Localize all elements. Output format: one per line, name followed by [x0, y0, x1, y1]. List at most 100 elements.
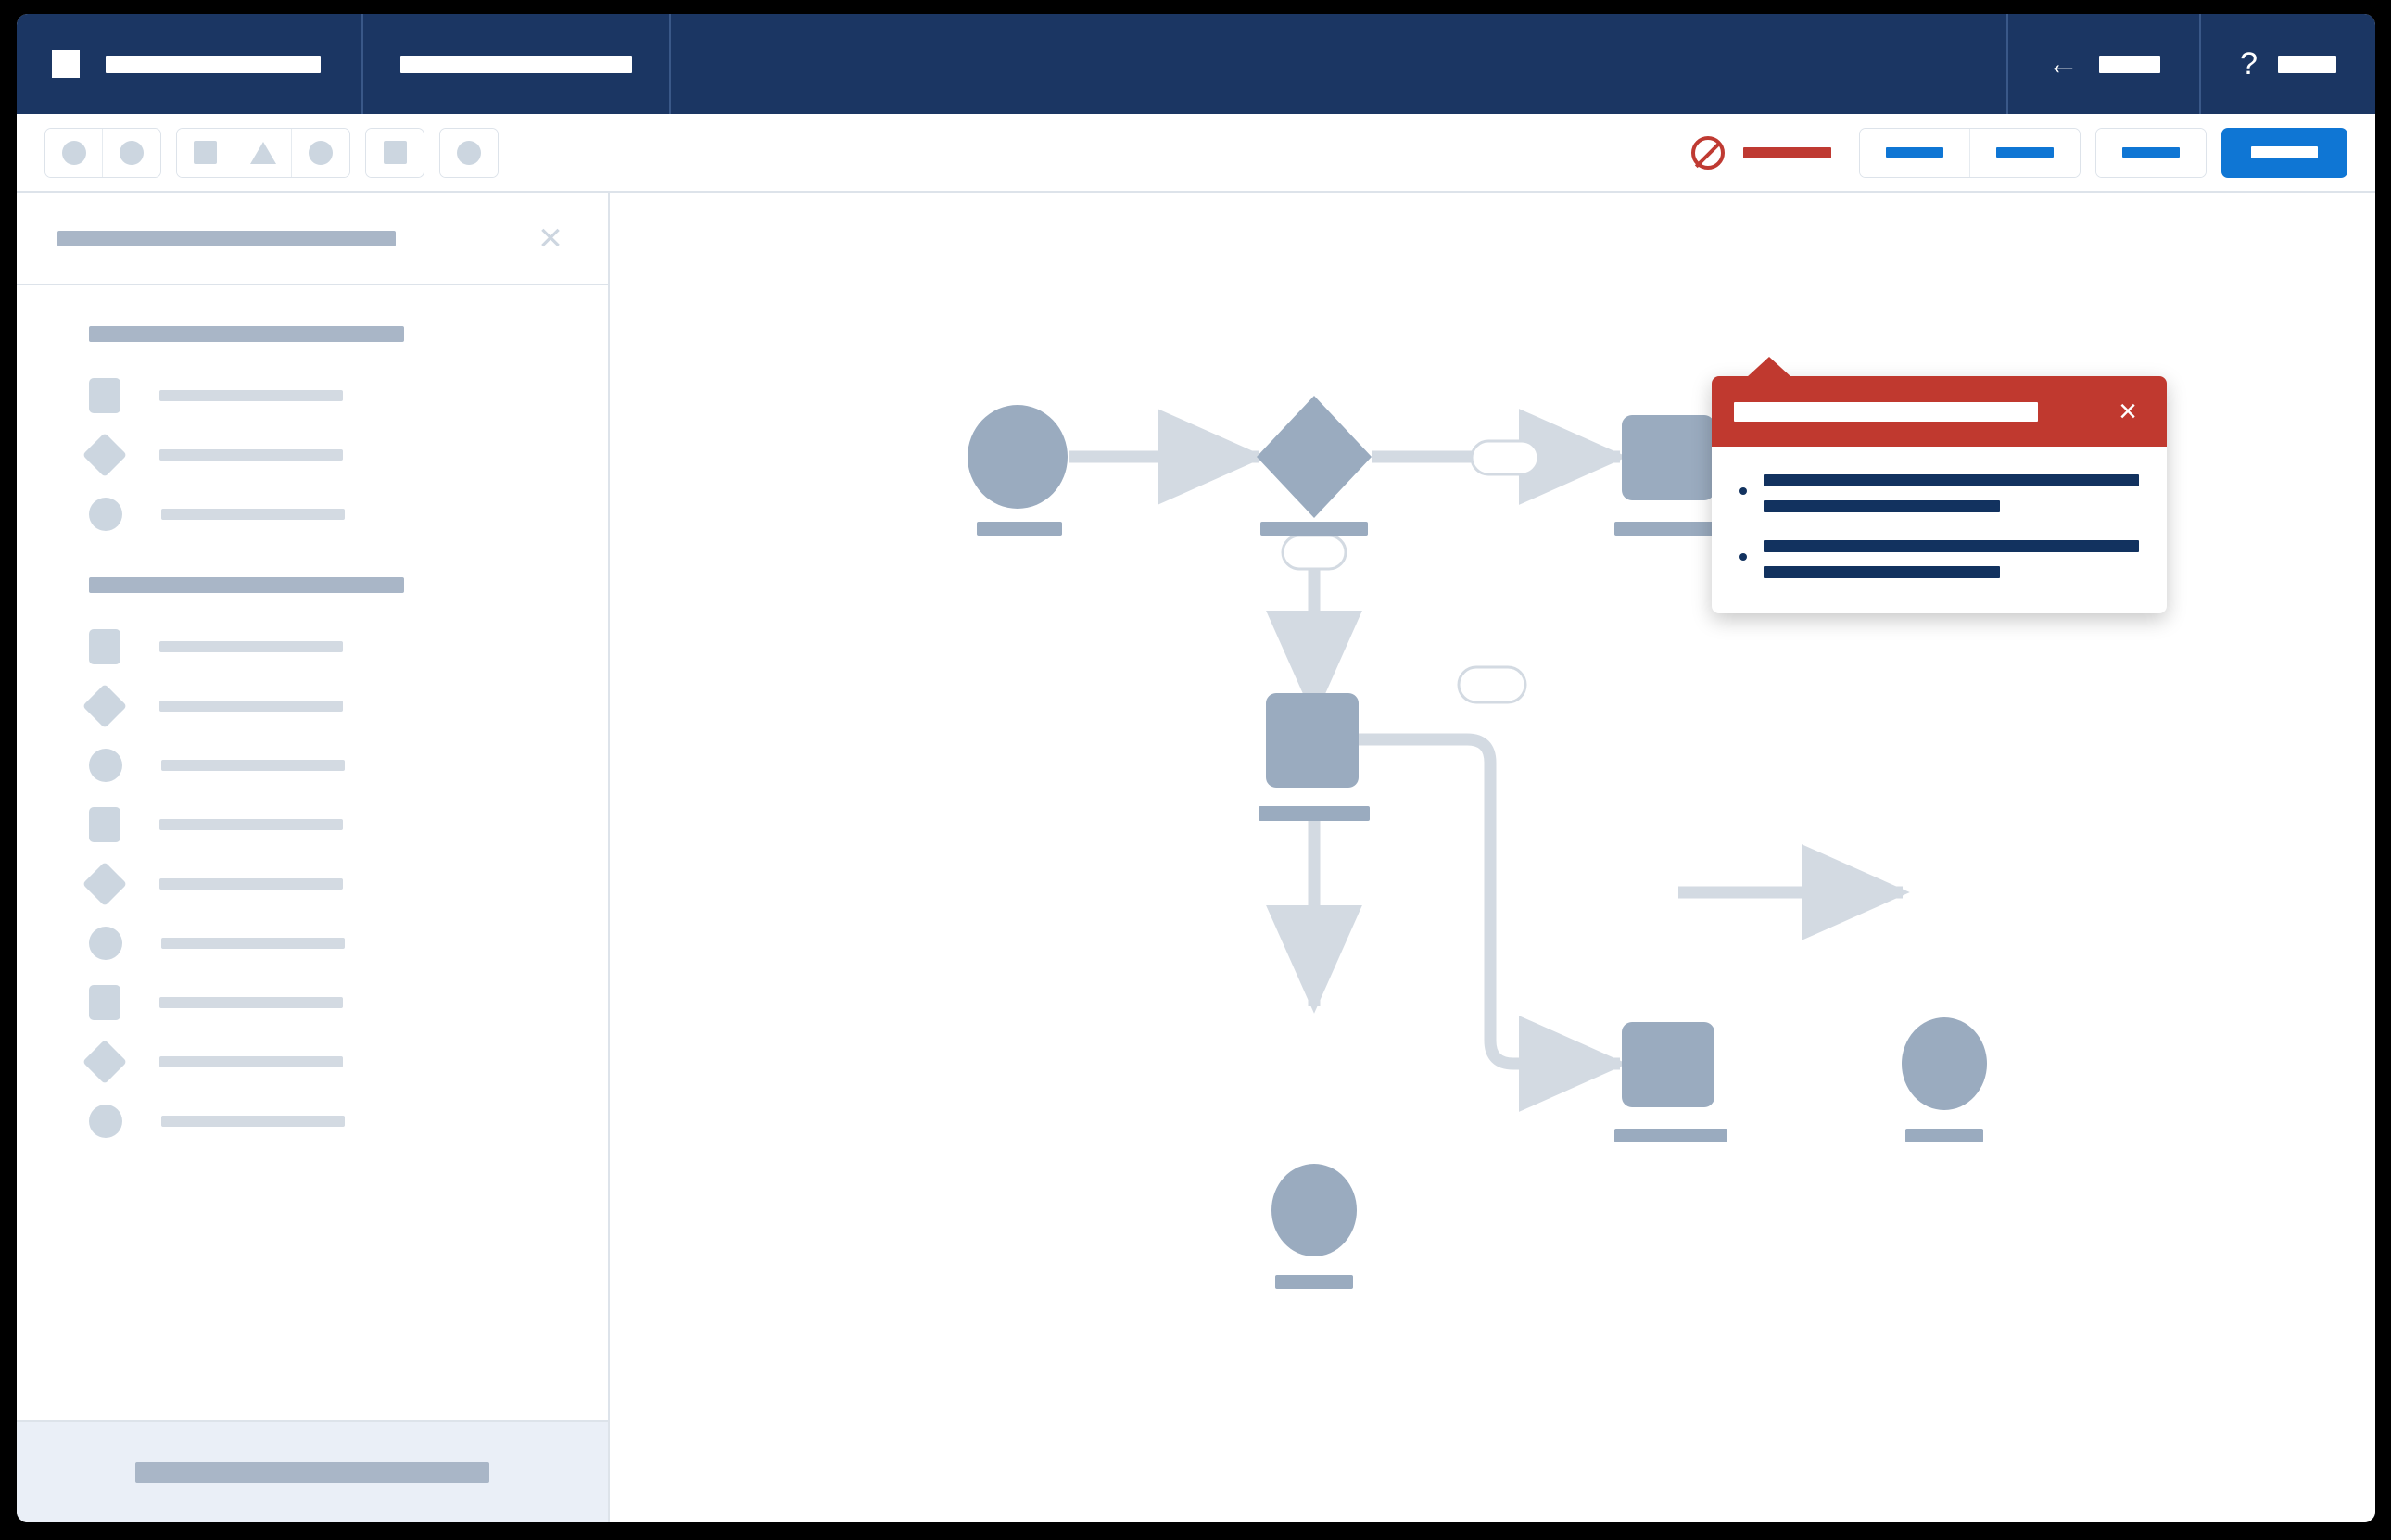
popover-body [1712, 447, 2167, 613]
align-button[interactable] [366, 128, 424, 177]
secondary-action-2-button[interactable] [1970, 128, 2080, 177]
list-item-label [159, 997, 343, 1008]
node-process[interactable] [1622, 415, 1714, 500]
node-label-bar [977, 522, 1062, 536]
list-item[interactable] [17, 973, 608, 1032]
toolbar-group-align [365, 127, 424, 178]
back-arrow-icon: ← [2047, 46, 2080, 82]
align-icon [383, 141, 407, 164]
list-item-label [159, 878, 343, 890]
close-icon[interactable]: × [2119, 394, 2137, 429]
list-item-label [161, 1116, 345, 1127]
edge-process2-to-process3 [1359, 733, 1627, 1112]
node-label-bar [1275, 1275, 1353, 1289]
undo-button[interactable] [45, 128, 103, 177]
toolbar-group-shapes [176, 127, 350, 178]
error-line-1 [1764, 540, 2139, 552]
back-button-label [2099, 55, 2161, 73]
list-item[interactable] [17, 617, 608, 676]
square-node-icon [89, 378, 120, 413]
list-item[interactable] [17, 914, 608, 973]
triangle-tool-button[interactable] [234, 128, 292, 177]
node-label-bar [1259, 806, 1370, 821]
node-end[interactable] [1271, 1164, 1357, 1256]
list-item-label [161, 509, 345, 520]
primary-action-label [2251, 146, 2318, 158]
toolbar-group-history [44, 127, 161, 178]
app-name-label [106, 55, 321, 73]
redo-button[interactable] [103, 128, 160, 177]
node-label-bar [1260, 522, 1368, 536]
help-button[interactable]: ? [2199, 14, 2375, 114]
circle-node-icon [89, 498, 122, 531]
square-node-icon [89, 629, 120, 664]
square-node-icon [89, 985, 120, 1020]
error-popover[interactable]: × [1712, 357, 2167, 613]
list-item[interactable] [17, 485, 608, 544]
list-item-label [161, 938, 345, 949]
node-process[interactable] [1266, 693, 1359, 788]
circle-shape-icon [309, 140, 333, 165]
redo-icon [120, 140, 144, 165]
section-two-title [89, 577, 404, 593]
bullet-icon [1739, 553, 1747, 561]
list-item[interactable] [17, 676, 608, 736]
diamond-node-icon [82, 1039, 128, 1085]
tertiary-action-button[interactable] [2096, 128, 2206, 177]
secondary-action-1-button[interactable] [1860, 128, 1970, 177]
list-item[interactable] [17, 1032, 608, 1092]
popover-arrow [1747, 357, 1791, 377]
square-node-icon [89, 807, 120, 842]
list-item-label [161, 760, 345, 771]
app-window: ← ? [17, 14, 2375, 1522]
brand-area[interactable] [17, 14, 363, 114]
list-item[interactable] [17, 366, 608, 425]
node-decision[interactable] [1257, 396, 1372, 518]
list-item[interactable] [17, 795, 608, 854]
rectangle-shape-icon [194, 141, 217, 164]
bullet-icon [1739, 487, 1747, 495]
sidebar-title [57, 230, 396, 246]
secondary-action-1-label [1886, 147, 1943, 158]
list-item-label [159, 390, 343, 401]
sidebar-panel: × [17, 193, 610, 1522]
toolbar-right-cluster [1691, 127, 2347, 178]
sidebar-header: × [17, 193, 608, 285]
node-process[interactable] [1622, 1022, 1714, 1107]
sidebar-content[interactable] [17, 285, 608, 1420]
tertiary-action-label [2122, 147, 2180, 158]
node-end[interactable] [1902, 1017, 1987, 1110]
popover-title [1734, 401, 2038, 422]
zoom-button[interactable] [440, 128, 498, 177]
document-name-label [400, 55, 632, 73]
document-name-area[interactable] [363, 14, 671, 114]
title-bar: ← ? [17, 14, 2375, 114]
help-question-icon: ? [2240, 46, 2258, 82]
list-item-label [159, 701, 343, 712]
sidebar-footer-action[interactable] [17, 1420, 608, 1522]
node-start[interactable] [968, 405, 1068, 509]
list-item-label [159, 819, 343, 830]
node-label-bar [1614, 522, 1727, 536]
validation-status[interactable] [1691, 135, 1831, 170]
undo-icon [61, 140, 86, 165]
list-item[interactable] [17, 1092, 608, 1151]
section-one-title [89, 326, 404, 342]
circle-tool-button[interactable] [292, 128, 349, 177]
validation-status-label [1743, 146, 1831, 158]
sidebar-section-two [17, 577, 608, 1151]
list-item [1739, 540, 2139, 578]
secondary-action-2-label [1996, 147, 2054, 158]
error-blocked-icon [1691, 135, 1725, 170]
toolbar [17, 114, 2375, 193]
list-item[interactable] [17, 736, 608, 795]
list-item[interactable] [17, 854, 608, 914]
node-layer[interactable] [968, 396, 1987, 1289]
back-button[interactable]: ← [2006, 14, 2199, 114]
zoom-icon [457, 140, 481, 165]
primary-action-button[interactable] [2221, 127, 2347, 178]
list-item[interactable] [17, 425, 608, 485]
sidebar-close-icon[interactable]: × [538, 215, 563, 260]
body-area: × [17, 193, 2375, 1522]
rectangle-tool-button[interactable] [177, 128, 234, 177]
